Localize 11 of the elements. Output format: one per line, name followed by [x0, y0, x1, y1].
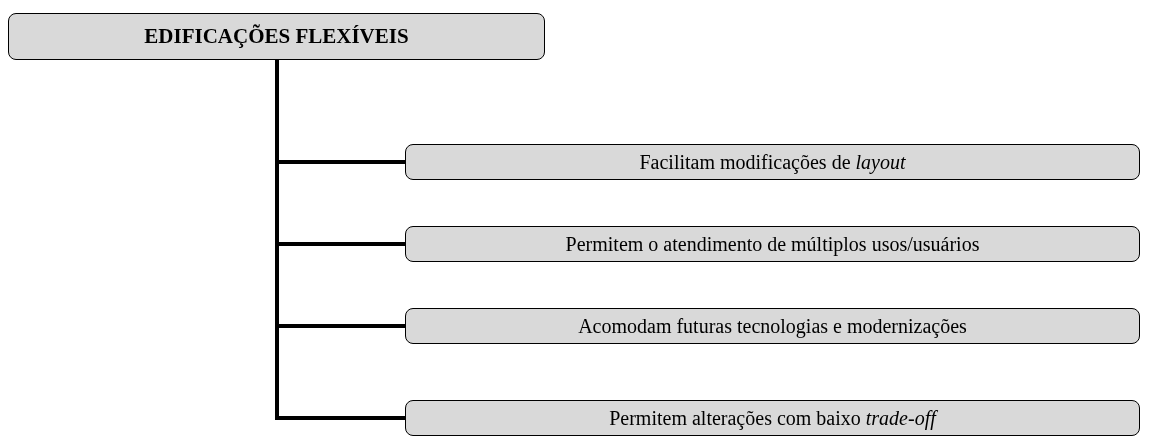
box-text: Facilitam modificações de layout — [639, 150, 906, 174]
branch-box — [405, 144, 1140, 180]
heading-text: EDIFICAÇÕES FLEXÍVEIS — [144, 24, 409, 49]
branch-box — [405, 226, 1140, 262]
connector-line — [275, 60, 405, 420]
box-text: Permitem o atendimento de múltiplos usos/usuários — [565, 232, 980, 256]
box-text: Permitem alterações com baixo trade-off — [609, 406, 936, 430]
title-box — [8, 13, 545, 60]
branch-box — [405, 400, 1140, 436]
branch-box — [405, 308, 1140, 344]
box-text: Acomodam futuras tecnologias e modernizações — [578, 314, 967, 338]
